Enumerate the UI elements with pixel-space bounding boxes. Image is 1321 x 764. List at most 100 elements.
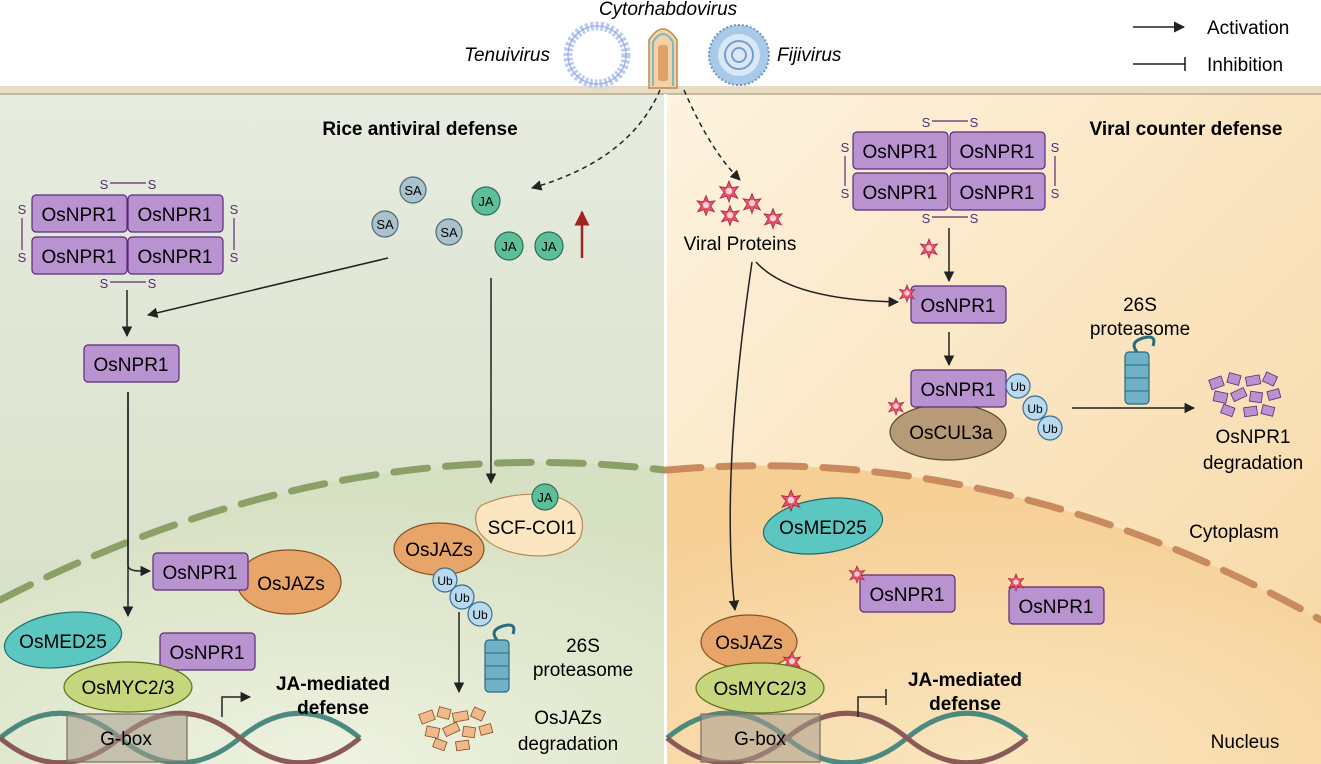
svg-text:S: S [100, 276, 109, 291]
right-gbox: G-box [700, 713, 821, 763]
right-proteasome-line2: proteasome [1090, 319, 1190, 340]
sa-molecule: SA [399, 176, 427, 204]
left-proteasome-icon [484, 623, 516, 693]
svg-text:OsJAZs: OsJAZs [257, 574, 325, 595]
jazs-ubiquitinated: OsJAZs [393, 522, 485, 576]
left-proteasome-label: 26S proteasome [533, 636, 633, 681]
svg-text:SA: SA [440, 225, 458, 240]
ja-molecule: JA [494, 231, 524, 261]
svg-text:S: S [1051, 186, 1060, 201]
svg-text:OsNPR1: OsNPR1 [921, 380, 996, 401]
jazs-degradation-line2: degradation [518, 734, 618, 755]
svg-text:Ub: Ub [1027, 402, 1043, 416]
svg-text:OsNPR1: OsNPR1 [870, 585, 945, 606]
svg-text:OsNPR1: OsNPR1 [1019, 597, 1094, 618]
svg-text:OsMED25: OsMED25 [19, 632, 107, 653]
svg-text:OsNPR1: OsNPR1 [921, 296, 996, 317]
svg-text:Ub: Ub [1010, 380, 1026, 394]
svg-text:S: S [230, 250, 239, 265]
npr1-degradation-line1: OsNPR1 [1216, 427, 1291, 448]
svg-text:Ub: Ub [437, 574, 453, 588]
svg-text:S: S [970, 115, 979, 130]
svg-text:S: S [922, 211, 931, 226]
virus-to-viral-proteins-arrow [683, 89, 741, 181]
right-dna [665, 710, 1029, 764]
ja-molecule: JA [534, 231, 564, 261]
svg-text:OsJAZs: OsJAZs [715, 633, 783, 654]
left-med25: OsMED25 [3, 611, 123, 669]
right-proteasome-icon [1124, 335, 1156, 405]
svg-text:OsMED25: OsMED25 [779, 518, 867, 539]
svg-text:OsNPR1: OsNPR1 [138, 205, 213, 226]
svg-text:S: S [922, 115, 931, 130]
svg-text:S: S [841, 186, 850, 201]
npr1-degradation-line2: degradation [1203, 453, 1303, 474]
left-myc: OsMYC2/3 [63, 661, 193, 713]
scf-coi1-complex: SCF-COI1 JA [475, 483, 584, 557]
left-npr1-oligomer: S S S S S S S S OsNPR1 OsNPR1 OsNPR1 OsN… [18, 177, 239, 291]
right-proteasome-line1: 26S [1123, 295, 1157, 316]
left-proteasome-line1: 26S [566, 636, 600, 657]
left-proteasome-line2: proteasome [533, 660, 633, 681]
svg-text:S: S [230, 202, 239, 217]
svg-text:OsNPR1: OsNPR1 [170, 643, 245, 664]
cul3a-complex: OsCUL3a OsNPR1 [887, 369, 1007, 461]
cell-wall [0, 86, 1321, 94]
right-ja-defense-line1: JA-mediated [908, 670, 1022, 691]
right-ub-chain: Ub Ub Ub [1005, 373, 1063, 441]
svg-text:Ub: Ub [1042, 422, 1058, 436]
sa-to-npr1-arrow [146, 257, 389, 318]
legend-activation: Activation [1207, 18, 1289, 39]
svg-text:OsNPR1: OsNPR1 [863, 142, 938, 163]
npr1-fragments-icon [1208, 371, 1282, 418]
svg-text:OsNPR1: OsNPR1 [863, 183, 938, 204]
left-dna [0, 710, 362, 764]
viral-to-npr1-arrow [755, 261, 900, 308]
right-nuclear-envelope [663, 462, 1321, 624]
tenuivirus-label: Tenuivirus [464, 45, 550, 66]
svg-text:OsNPR1: OsNPR1 [163, 563, 238, 584]
jazs-fragments-icon [418, 706, 494, 752]
right-proteasome-label: 26S proteasome [1090, 295, 1190, 340]
right-npr1-nuclear-b: OsNPR1 [1007, 573, 1105, 625]
left-transcription-arrow [221, 691, 252, 717]
svg-text:OsCUL3a: OsCUL3a [909, 423, 993, 444]
viral-to-jazs-arrow [728, 261, 753, 612]
right-panel-title: Viral counter defense [1090, 119, 1283, 140]
svg-text:OsJAZs: OsJAZs [405, 540, 473, 561]
svg-text:G-box: G-box [734, 729, 786, 750]
legend-inhibition: Inhibition [1207, 55, 1283, 76]
svg-text:S: S [970, 211, 979, 226]
svg-text:SA: SA [404, 183, 422, 198]
sa-molecule: SA [435, 218, 463, 246]
npr1-jazs-complex: OsJAZs OsNPR1 [152, 549, 342, 615]
svg-text:OsNPR1: OsNPR1 [42, 247, 117, 268]
right-npr1-oligomer: OsNPR1 S S S S S S S S OsNPR1 OsNPR1 OsN… [841, 115, 1060, 226]
right-jazs: OsJAZs [700, 614, 801, 672]
svg-text:JA: JA [541, 239, 557, 254]
sa-molecule: SA [371, 210, 399, 238]
svg-text:S: S [18, 202, 27, 217]
svg-text:OsNPR1: OsNPR1 [138, 247, 213, 268]
ja-molecule: JA [471, 186, 501, 216]
svg-text:OsNPR1: OsNPR1 [960, 183, 1035, 204]
left-ub-chain: Ub Ub Ub [432, 567, 493, 627]
nucleus-label: Nucleus [1211, 732, 1280, 753]
left-panel-title: Rice antiviral defense [322, 119, 517, 140]
left-npr1-monomer: OsNPR1 [83, 344, 180, 383]
svg-text:OsNPR1: OsNPR1 [42, 205, 117, 226]
right-npr1-target: OsNPR1 [898, 284, 1007, 324]
right-ja-defense-line2: defense [929, 694, 1001, 715]
cytoplasm-label: Cytoplasm [1189, 522, 1279, 543]
svg-text:S: S [841, 140, 850, 155]
right-myc: OsMYC2/3 [695, 662, 825, 714]
svg-text:OsNPR1: OsNPR1 [94, 355, 169, 376]
npr1-degradation-label: OsNPR1 degradation [1203, 427, 1303, 474]
svg-text:G-box: G-box [100, 729, 152, 750]
left-ja-defense-line1: JA-mediated [276, 674, 390, 695]
fijivirus-label: Fijivirus [777, 45, 842, 66]
svg-text:OsMYC2/3: OsMYC2/3 [714, 679, 807, 700]
